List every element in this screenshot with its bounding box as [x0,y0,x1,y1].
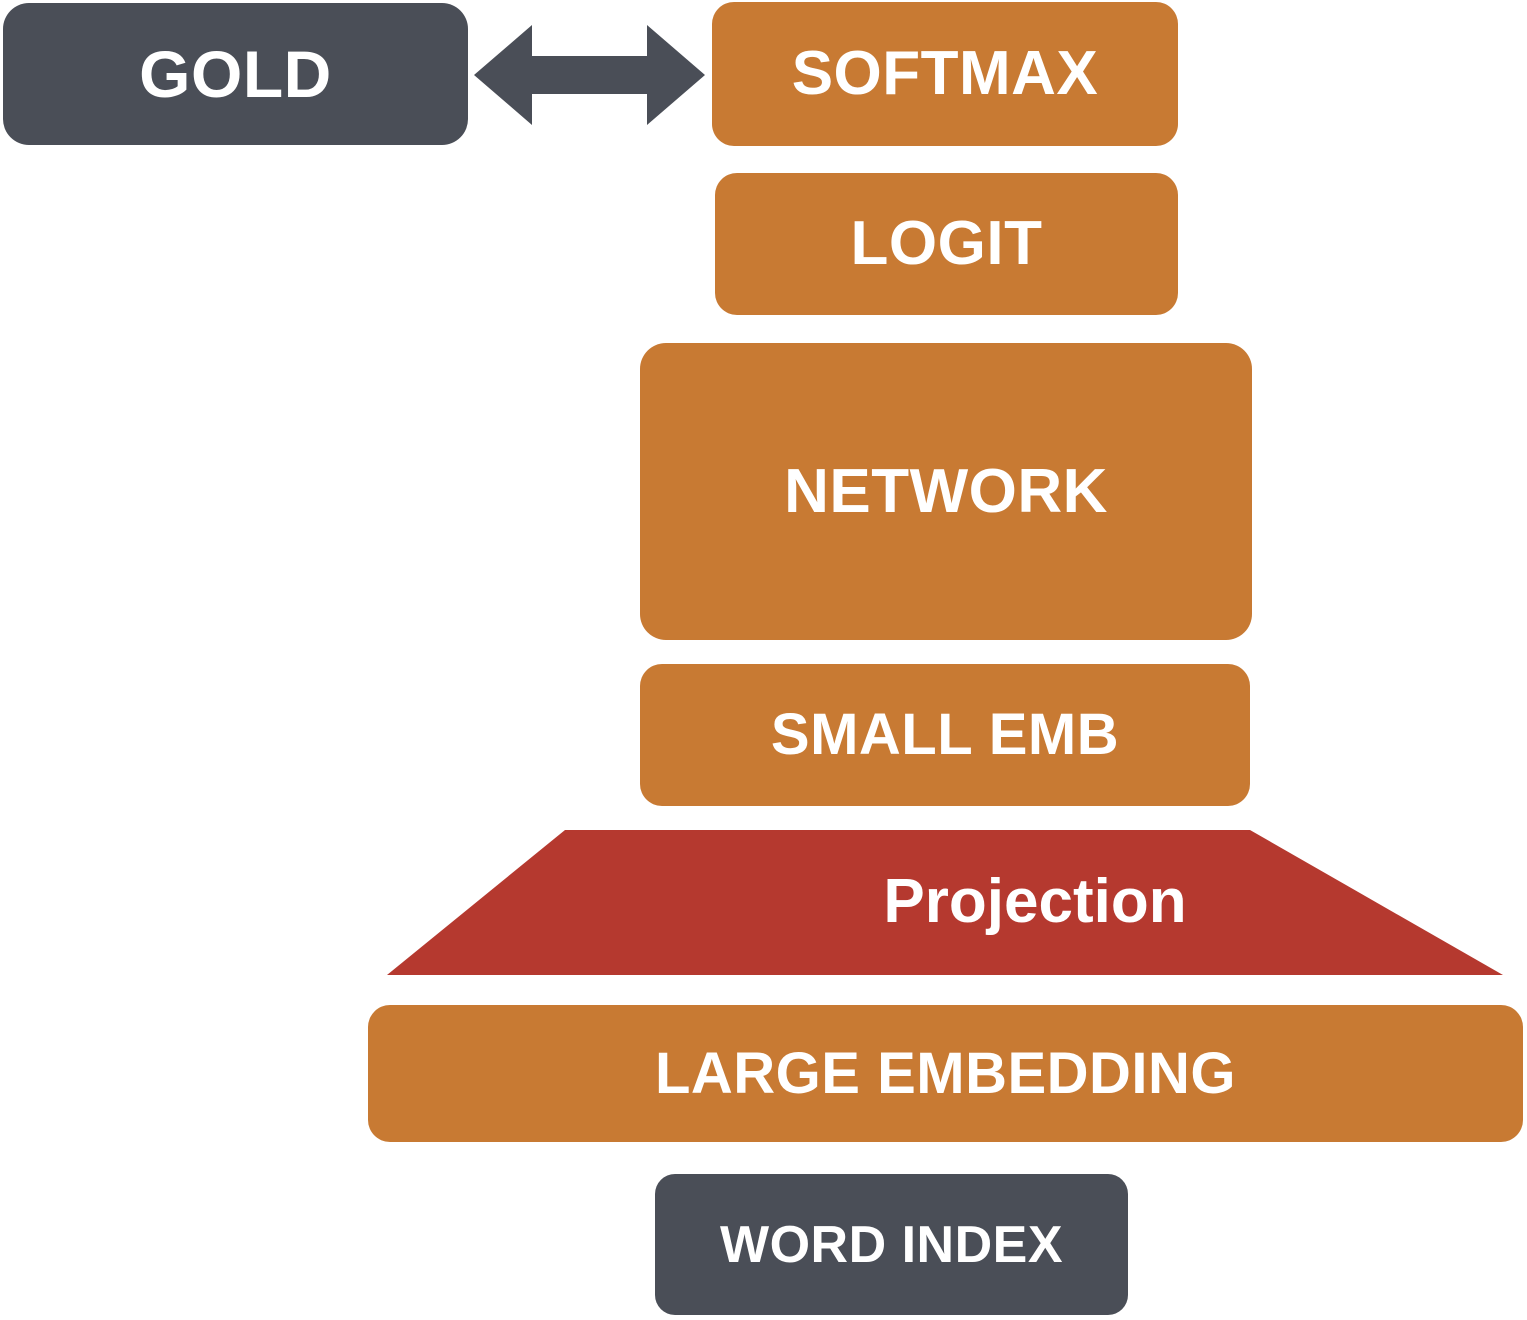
double-arrow-horizontal-icon [474,23,705,127]
node-logit[interactable]: LOGIT [715,173,1178,315]
node-word-index[interactable]: WORD INDEX [655,1174,1128,1315]
node-softmax[interactable]: SOFTMAX [712,2,1178,146]
node-projection[interactable] [380,824,1510,980]
node-large-embedding[interactable]: LARGE EMBEDDING [368,1005,1523,1142]
node-gold[interactable]: GOLD [3,3,468,145]
node-small-emb[interactable]: SMALL EMB [640,664,1250,806]
node-network[interactable]: NETWORK [640,343,1252,640]
